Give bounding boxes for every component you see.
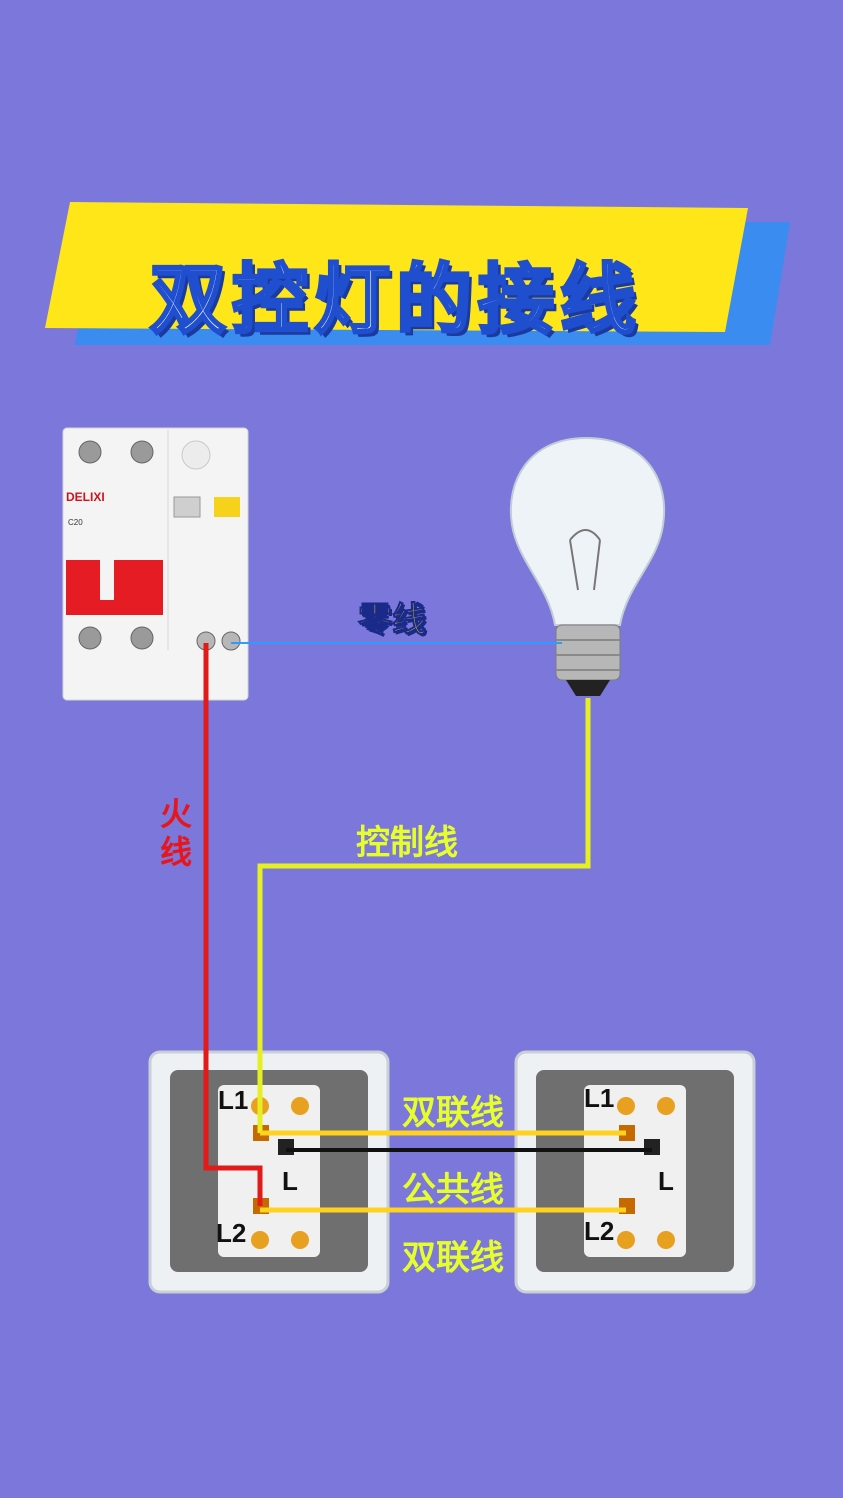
light-bulb-icon [509,436,666,696]
switch-right [514,1050,756,1294]
title-band [45,202,748,332]
breaker-rating: C20 [68,518,83,527]
neutral-wire-label: 零线 [358,600,427,641]
traveler-top-label: 双联线 [402,1093,504,1133]
right-switch-l-label: L [658,1166,674,1196]
control-wire [257,698,591,1133]
live-wire-label: 火线 [160,795,193,871]
right-switch-l2-label: L2 [584,1216,615,1246]
live-wire [203,643,263,1206]
circuit-breaker [62,427,249,701]
traveler-bottom-label: 双联线 [402,1238,504,1278]
common-wire-label: 公共线 [402,1170,504,1210]
left-switch-l-label: L [282,1166,298,1196]
page-title: 双控灯的接线 [149,254,642,346]
left-switch-l1-label: L1 [218,1085,249,1115]
switch-left [148,1050,390,1294]
right-switch-l1-label: L1 [584,1083,615,1113]
left-switch-l2-label: L2 [216,1218,247,1248]
control-wire-label: 控制线 [356,823,458,863]
breaker-brand: DELIXI [66,490,105,504]
